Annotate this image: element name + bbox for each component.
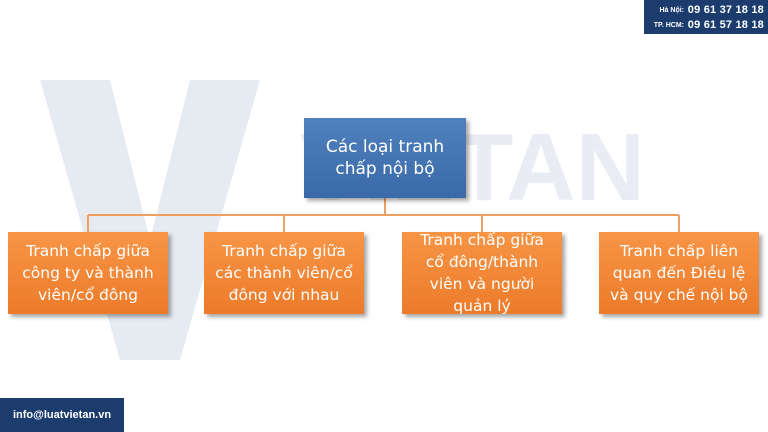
hcm-phone[interactable]: 09 61 57 18 18	[687, 19, 764, 31]
child-node-label: Tranh chấp giữa các thành viên/cổ đông v…	[215, 242, 353, 304]
contact-row-hcm: TP. HCM: 09 61 57 18 18	[644, 18, 768, 33]
hanoi-phone[interactable]: 09 61 37 18 18	[687, 4, 764, 16]
contact-box: Hà Nội: 09 61 37 18 18 TP. HCM: 09 61 57…	[644, 0, 768, 34]
child-node-1: Tranh chấp giữa công ty và thành viên/cổ…	[8, 232, 168, 314]
watermark-logo: VIETAN	[40, 80, 645, 360]
hcm-label: TP. HCM:	[653, 22, 684, 29]
root-node-label: Các loại tranh chấp nội bộ	[325, 137, 445, 179]
contact-row-hanoi: Hà Nội: 09 61 37 18 18	[644, 3, 768, 18]
child-node-4: Tranh chấp liên quan đến Điều lệ và quy …	[599, 232, 759, 314]
email-link[interactable]: info@luatvietan.vn	[12, 409, 112, 421]
child-node-label: Tranh chấp giữa công ty và thành viên/cổ…	[22, 242, 154, 304]
root-node: Các loại tranh chấp nội bộ	[304, 118, 466, 198]
child-node-label: Tranh chấp giữa cổ đông/thành viên và ng…	[420, 231, 544, 315]
email-box: info@luatvietan.vn	[0, 398, 124, 432]
child-node-3: Tranh chấp giữa cổ đông/thành viên và ng…	[402, 231, 562, 315]
child-node-2: Tranh chấp giữa các thành viên/cổ đông v…	[204, 232, 364, 314]
watermark-v-shape	[40, 80, 260, 360]
child-node-label: Tranh chấp liên quan đến Điều lệ và quy …	[609, 242, 749, 304]
hanoi-label: Hà Nội:	[659, 7, 685, 14]
